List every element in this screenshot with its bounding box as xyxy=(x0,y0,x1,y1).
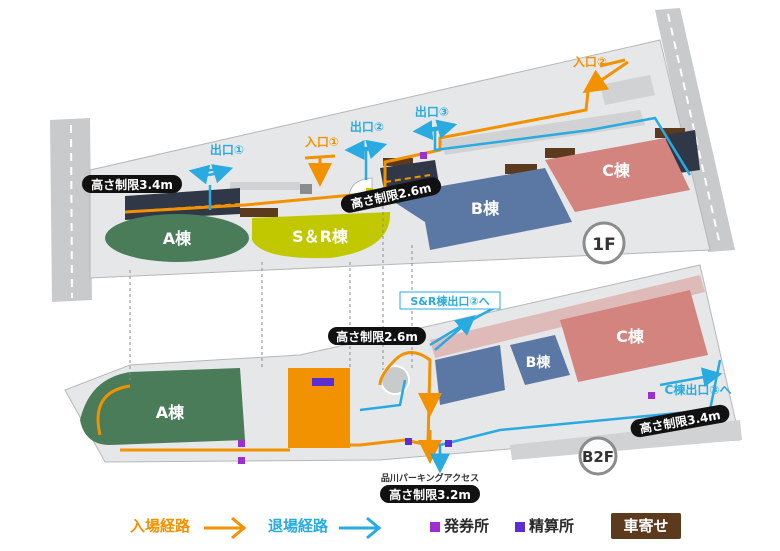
label-in2: 入口② xyxy=(573,55,607,69)
entry-route-1f xyxy=(124,58,626,214)
height-limit-b2f-mid: 高さ制限2.6m xyxy=(336,329,418,344)
car-porch-1f-b xyxy=(383,158,413,166)
legend-payment-label: 精算所 xyxy=(529,517,575,535)
car-porch-1f-c xyxy=(505,164,537,174)
floor-badge-b2f: B2F xyxy=(582,448,614,466)
legend-car-porch: 車寄せ xyxy=(611,513,681,539)
legend: 入場経路 退場経路 発券所 精算所 車寄せ xyxy=(0,505,780,551)
height-limit-b2f-bottom: 高さ制限3.2m xyxy=(389,487,471,502)
floor-badge-1f: 1F xyxy=(592,235,615,255)
label-c-1f: C棟 xyxy=(602,161,631,180)
building-sr-1f xyxy=(252,212,391,259)
map-canvas: A棟 S＆R棟 B棟 C棟 入口① 入口② 出口① 出口② 出口③ 高さ制限3.… xyxy=(50,8,742,503)
legend-ticket: 発券所 xyxy=(430,515,489,536)
floor-b2f xyxy=(64,200,742,474)
exit-sr-b2f: S&R棟出口②へ xyxy=(410,294,489,308)
label-c-b2f: C棟 xyxy=(616,327,645,346)
exit-arrow-icon xyxy=(339,516,382,540)
legend-ticket-label: 発券所 xyxy=(444,517,490,535)
exit-c-b2f: C棟出口③へ xyxy=(665,382,732,397)
label-in1: 入口① xyxy=(305,135,339,149)
car-porch-1f-e xyxy=(655,128,685,138)
ticket-office-b2f-3 xyxy=(648,392,655,399)
legend-payment: 精算所 xyxy=(515,515,574,536)
label-out3: 出口③ xyxy=(415,104,449,119)
label-out2: 出口② xyxy=(350,119,384,134)
legend-exit-route: 退場経路 xyxy=(268,517,329,535)
label-a-b2f: A棟 xyxy=(156,403,185,422)
payment-office-b2f-1 xyxy=(405,438,412,445)
ticket-office-b2f-1 xyxy=(238,440,245,447)
legend-entry-route: 入場経路 xyxy=(130,517,191,535)
floor-1f xyxy=(50,8,735,302)
car-porch-1f-d xyxy=(545,148,575,158)
payment-office-swatch-icon xyxy=(515,521,525,532)
entry-route-b2f xyxy=(96,351,432,452)
label-out1: 出口① xyxy=(210,142,244,157)
parking-access-label: 品川パーキングアクセス xyxy=(381,472,479,484)
ticket-office-b2f-2 xyxy=(238,457,245,464)
building-c-b2f xyxy=(560,290,708,382)
label-b-b2f: B棟 xyxy=(526,354,552,371)
ticket-office-swatch-icon xyxy=(430,521,440,532)
label-b-1f: B棟 xyxy=(471,199,500,218)
label-a-1f: A棟 xyxy=(163,229,192,248)
label-sr-1f: S＆R棟 xyxy=(292,227,349,246)
building-b-b2f xyxy=(510,335,570,385)
car-porch-1f-a xyxy=(240,208,278,217)
ticket-office-1f xyxy=(420,152,427,159)
building-c-1f xyxy=(545,138,690,212)
entry-arrow-icon xyxy=(204,516,247,540)
building-a-1f xyxy=(105,214,249,262)
payment-office-b2f-2 xyxy=(445,440,452,447)
height-limit-1f-left: 高さ制限3.4m xyxy=(91,177,173,192)
